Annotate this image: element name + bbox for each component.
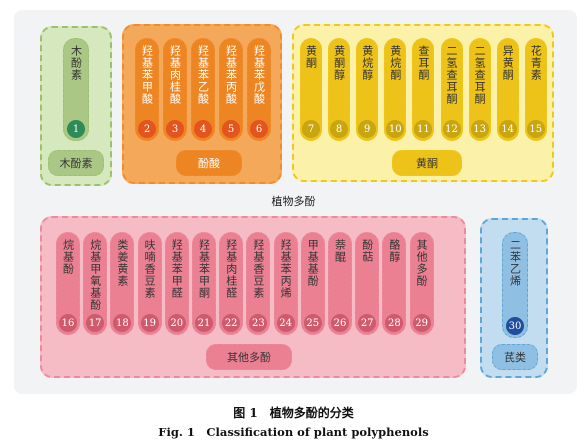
compound-name: 烷基酚 [61,239,75,275]
compound-number: 12 [442,120,461,138]
compound-number: 5 [222,120,240,138]
compound-number: 25 [303,314,322,332]
compound-number: 19 [140,314,159,332]
compound-pill: 烷基甲氧基酚 17 [83,232,108,335]
compound-pill: 二氢查耳酮 12 [440,38,463,141]
compound-name: 烷基甲氧基酚 [88,239,102,311]
compound-pill: 羟基苯甲醛 20 [164,232,189,335]
compound-number: 17 [86,314,105,332]
compound-pill: 异黄酮 14 [496,38,519,141]
compound-name: 异黄酮 [501,45,515,81]
compound-pill: 类姜黄素 18 [110,232,135,335]
compound-name: 酪醇 [387,239,401,263]
compound-pill: 羟基肉桂酸 3 [163,38,187,141]
group-label-flavonoid: 黄酮 [392,150,462,176]
compound-name: 甲基基酚 [306,239,320,287]
compound-number: 14 [498,120,517,138]
compound-pill: 羟基苯乙酸 4 [191,38,215,141]
compound-pill: 二苯乙烯 30 [502,232,528,338]
compound-name: 羟基苯丙烯 [279,239,293,299]
compound-name: 羟基苯戊酸 [252,45,266,105]
group-label-phenolic-acid: 酚酸 [176,150,242,176]
compound-name: 羟基肉桂醛 [224,239,238,299]
compound-number: 7 [302,120,320,138]
compound-number: 11 [414,120,433,138]
compound-name: 萘醌 [333,239,347,263]
compound-pill: 其他多酚 29 [409,232,434,335]
compound-name: 呋喃香豆素 [143,239,157,299]
compound-number: 29 [412,314,431,332]
compound-pill: 酪醇 28 [382,232,407,335]
compound-number: 30 [506,317,524,335]
compound-number: 15 [526,120,545,138]
compound-name: 其他多酚 [415,239,429,287]
compound-number: 20 [167,314,186,332]
compound-name: 羟基香豆素 [251,239,265,299]
compound-name: 黄酮醇 [332,45,346,81]
caption-cn: 图 1 植物多酚的分类 [233,406,354,420]
compound-number: 13 [470,120,489,138]
compound-pill: 黄烷醇 9 [356,38,379,141]
compound-name: 羟基苯甲醛 [170,239,184,299]
compound-pill: 羟基肉桂醛 22 [219,232,244,335]
compound-number: 27 [358,314,377,332]
compound-name: 羟基苯丙酸 [224,45,238,105]
compound-pill: 萘醌 26 [328,232,352,335]
compound-name: 二氢查耳酮 [445,45,458,105]
compound-number: 1 [67,120,85,138]
compound-number: 16 [59,314,77,332]
compound-name: 类姜黄素 [115,239,129,287]
compound-name: 酚萜 [360,239,374,263]
compound-name: 羟基苯乙酸 [196,45,210,105]
compound-number: 2 [138,120,156,138]
compound-number: 21 [195,314,213,332]
compound-pill: 羟基苯戊酸 6 [247,38,271,141]
compound-name: 花青素 [529,45,543,81]
compound-pill: 羟基苯丙酸 5 [219,38,243,141]
compound-name: 羟基苯甲酮 [197,239,211,299]
compound-pill: 烷基酚 16 [56,232,80,335]
compound-name: 羟基苯甲酸 [140,45,154,105]
compound-pill: 羟基苯甲酮 21 [192,232,216,335]
group-label-other: 其他多酚 [206,344,292,370]
caption-en: Fig. 1 Classification of plant polypheno… [158,425,429,439]
compound-pill: 羟基苯丙烯 24 [273,232,298,335]
compound-pill: 酚萜 27 [355,232,380,335]
compound-number: 26 [331,314,349,332]
compound-number: 3 [166,120,184,138]
compound-number: 10 [386,120,405,138]
compound-name: 二苯乙烯 [508,239,522,287]
compound-number: 24 [276,314,295,332]
compound-pill: 二氢查耳酮 13 [468,38,491,141]
compound-name: 黄烷酮 [388,45,402,81]
group-label-stilbene: 芪类 [492,344,538,370]
compound-number: 18 [113,314,132,332]
compound-number: 8 [330,120,349,138]
compound-name: 二氢查耳酮 [473,45,487,105]
compound-pill: 查耳酮 11 [412,38,435,141]
compound-pill: 羟基香豆素 23 [246,232,271,335]
compound-number: 9 [358,120,377,138]
compound-pill: 木酚素 1 [63,38,89,141]
root-label: 植物多酚 [271,195,316,208]
compound-pill: 黄酮 7 [300,38,322,141]
compound-number: 23 [249,314,268,332]
compound-pill: 甲基基酚 25 [300,232,325,335]
compound-number: 6 [250,120,268,138]
compound-name: 羟基肉桂酸 [168,45,182,105]
compound-pill: 羟基苯甲酸 2 [135,38,159,141]
compound-number: 22 [222,314,241,332]
compound-pill: 呋喃香豆素 19 [137,232,162,335]
compound-pill: 花青素 15 [524,38,547,141]
compound-pill: 黄酮醇 8 [328,38,351,141]
compound-number: 4 [194,120,212,138]
compound-name: 木酚素 [69,45,83,81]
group-label-lignin: 木酚素 [48,150,104,176]
compound-name: 查耳酮 [416,45,430,81]
compound-pill: 黄烷酮 10 [384,38,407,141]
compound-name: 黄烷醇 [360,45,374,81]
compound-name: 黄酮 [304,45,318,69]
compound-number: 28 [385,314,404,332]
